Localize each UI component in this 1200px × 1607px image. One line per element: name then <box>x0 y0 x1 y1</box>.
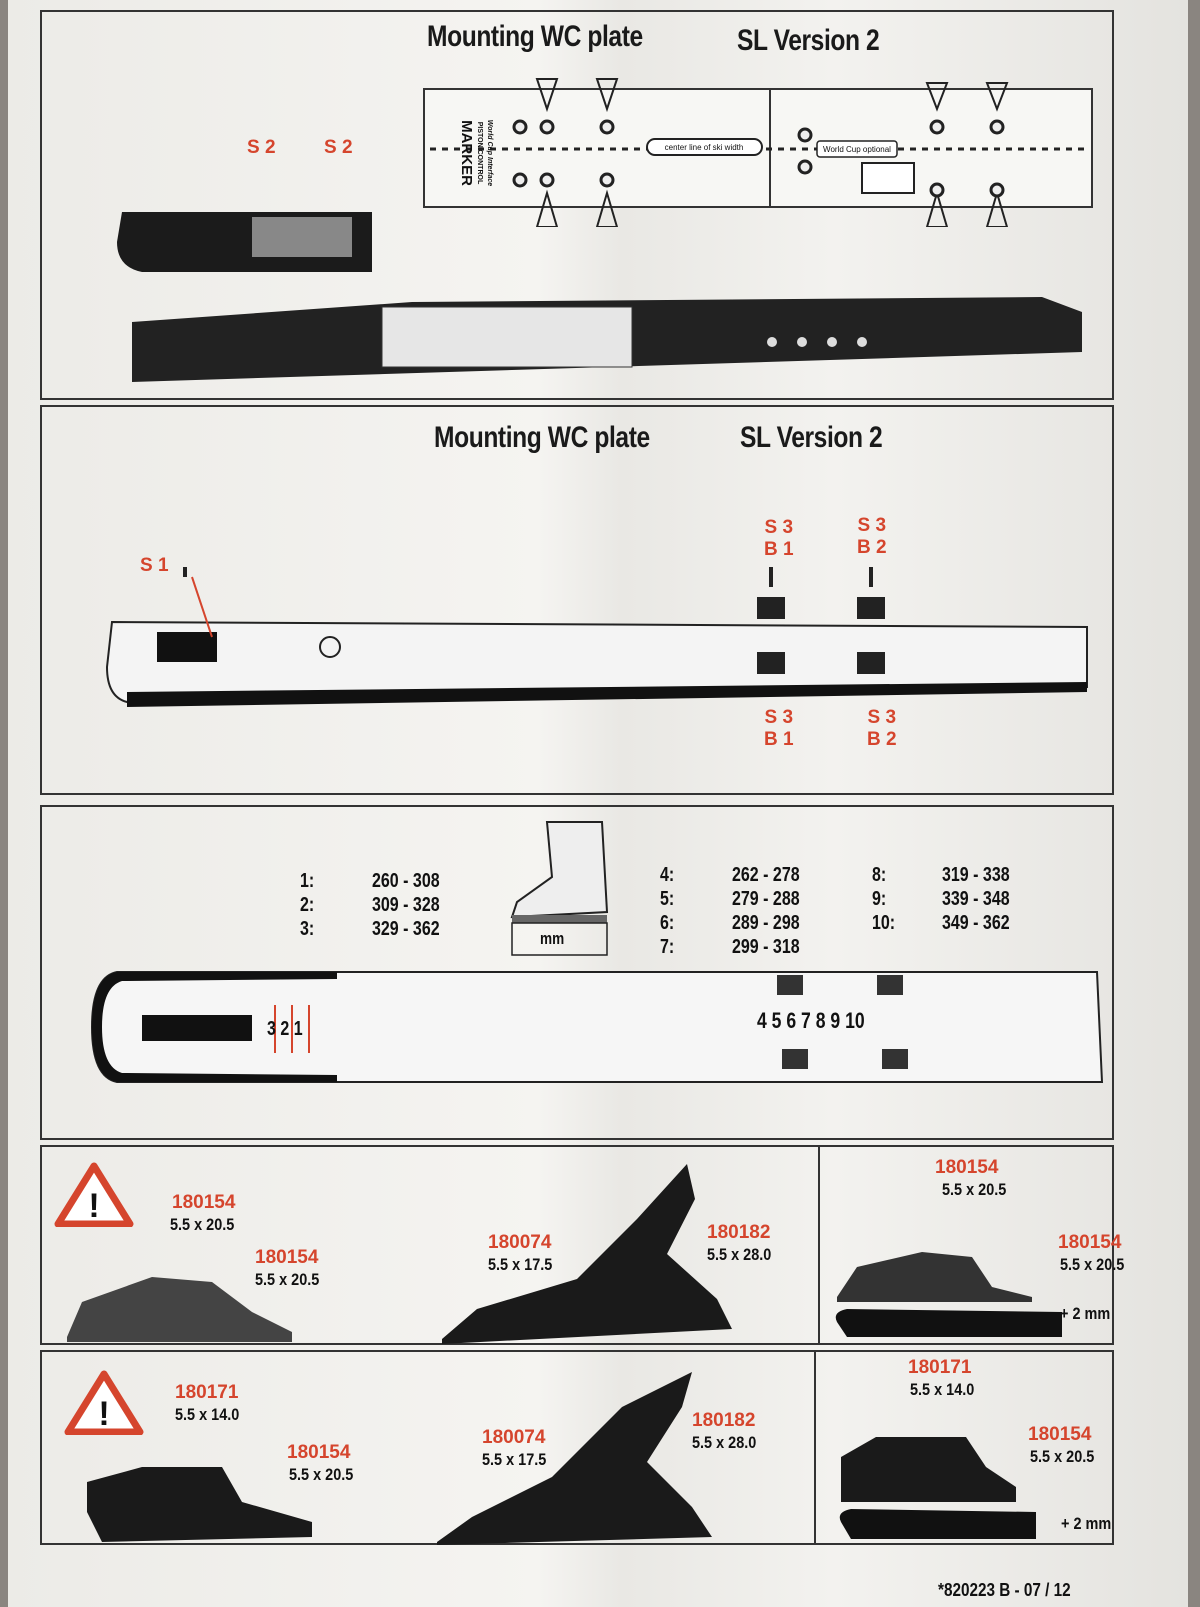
screw-size: 5.5 x 17.5 <box>488 1255 553 1274</box>
template-subtitle: PISTON CONTROL <box>476 122 483 185</box>
rear-position-numbers: 4 5 6 7 8 9 10 <box>757 1008 865 1033</box>
panel-version: SL Version 2 <box>737 24 880 57</box>
position-number: 10: <box>872 912 896 934</box>
drilling-template: center line of ski width World Cup optio… <box>423 78 1093 227</box>
screw-size: 5.5 x 20.5 <box>255 1270 320 1289</box>
screw-size: 5.5 x 28.0 <box>692 1433 757 1452</box>
size-range: 299 - 318 <box>732 936 800 958</box>
panel-version: SL Version 2 <box>740 421 883 454</box>
size-range: 339 - 348 <box>942 888 1010 910</box>
position-number: 9: <box>872 888 887 910</box>
screw-size: 5.5 x 14.0 <box>910 1380 975 1399</box>
size-range: 319 - 338 <box>942 864 1010 886</box>
screw-size: 5.5 x 28.0 <box>707 1245 772 1264</box>
screw-size: 5.5 x 14.0 <box>175 1405 240 1424</box>
part-number: 180171 <box>175 1382 239 1403</box>
position-number: 1: <box>300 870 315 892</box>
panel-title: Mounting WC plate <box>427 20 643 53</box>
position-number: 5: <box>660 888 675 910</box>
panel-binding-mount-d: 180171 5.5 x 14.0 180154 5.5 x 20.5 + 2 … <box>814 1350 1114 1545</box>
panel-boot-size-positions: 1: 260 - 308 2: 309 - 328 3: 329 - 362 mm 4… <box>40 805 1114 1140</box>
part-number: 180154 <box>935 1157 999 1178</box>
part-number: 180074 <box>488 1232 552 1253</box>
spacer-label: + 2 mm <box>1060 1304 1111 1323</box>
heel-with-spacer-illustration <box>839 1437 1036 1539</box>
template-brand: MARKER <box>458 120 475 186</box>
panel-wc-plate-top: Mounting WC plate SL Version 2 S 2 S 2 c… <box>40 10 1114 400</box>
front-position-numbers: 3 2 1 <box>267 1018 303 1040</box>
svg-text:!: ! <box>88 1187 99 1225</box>
toe-binding-illustration <box>442 1164 732 1344</box>
position-number: 3: <box>300 918 315 940</box>
position-number: 4: <box>660 864 675 886</box>
size-range: 309 - 328 <box>372 894 440 916</box>
toe-binding-illustration <box>437 1372 712 1545</box>
screw-label-s3b1: S 3 B 1 <box>764 707 794 750</box>
panel-binding-mount-b: 180154 5.5 x 20.5 180154 5.5 x 20.5 + 2 … <box>818 1145 1124 1345</box>
ski-boot-icon <box>510 821 609 956</box>
plate-positions-illustration <box>90 971 1104 1083</box>
warning-icon: ! <box>64 1370 144 1435</box>
screw-label-s2: S 2 <box>247 137 276 158</box>
panel-wc-plate-screws: Mounting WC plate SL Version 2 S 1 S 3 B… <box>40 405 1114 795</box>
screw-size: 5.5 x 20.5 <box>1060 1255 1125 1274</box>
part-number: 180154 <box>287 1442 351 1463</box>
size-range: 279 - 288 <box>732 888 800 910</box>
heel-binding-illustration <box>87 1467 312 1542</box>
part-number: 180074 <box>482 1427 546 1448</box>
screw-size: 5.5 x 20.5 <box>1030 1447 1095 1466</box>
screw-label-s3b2: S 3 B 2 <box>867 707 897 750</box>
screw-label-s1: S 1 <box>140 555 169 576</box>
screw-label-s3b2: S 3 B 2 <box>857 515 887 558</box>
position-number: 2: <box>300 894 315 916</box>
position-number: 8: <box>872 864 887 886</box>
heel-with-spacer-illustration <box>835 1252 1062 1337</box>
screw-size: 5.5 x 17.5 <box>482 1450 547 1469</box>
spacer-label: + 2 mm <box>1061 1514 1112 1533</box>
part-number: 180154 <box>172 1192 236 1213</box>
part-number: 180182 <box>692 1410 756 1431</box>
unit-label: mm <box>540 929 565 948</box>
template-center-label: center line of ski width <box>665 143 744 152</box>
position-number: 6: <box>660 912 675 934</box>
screw-label-s2: S 2 <box>324 137 353 158</box>
warning-icon: ! <box>54 1162 134 1227</box>
panel-binding-mount-c: ! 180171 5.5 x 14.0 180154 5.5 x 20.5 18… <box>40 1350 816 1545</box>
size-range: 262 - 278 <box>732 864 800 886</box>
position-number: 7: <box>660 936 675 958</box>
size-range: 289 - 298 <box>732 912 800 934</box>
part-number: 180182 <box>707 1222 771 1243</box>
screw-label-s3b1: S 3 B 1 <box>764 517 794 560</box>
wc-plate-illustration <box>105 567 1088 707</box>
screw-size: 5.5 x 20.5 <box>289 1465 354 1484</box>
template-interface: World Cup Interface <box>486 120 493 186</box>
size-range: 349 - 362 <box>942 912 1010 934</box>
heel-binding-illustration <box>67 1277 292 1342</box>
size-range: 260 - 308 <box>372 870 440 892</box>
part-number: 180171 <box>908 1357 972 1378</box>
size-range: 329 - 362 <box>372 918 440 940</box>
binding-plate-illustration <box>117 212 1082 382</box>
part-number: 180154 <box>1058 1232 1122 1253</box>
panel-binding-mount-a: ! 180154 5.5 x 20.5 180154 5.5 x 20.5 18… <box>40 1145 820 1345</box>
screw-size: 5.5 x 20.5 <box>170 1215 235 1234</box>
part-number: 180154 <box>255 1247 319 1268</box>
screw-size: 5.5 x 20.5 <box>942 1180 1007 1199</box>
panel-title: Mounting WC plate <box>434 421 650 454</box>
document-code: *820223 B - 07 / 12 <box>938 1580 1071 1600</box>
instruction-sheet: Mounting WC plate SL Version 2 S 2 S 2 c… <box>8 0 1188 1607</box>
svg-text:!: ! <box>98 1395 109 1433</box>
part-number: 180154 <box>1028 1424 1092 1445</box>
template-wc-optional: World Cup optional <box>823 145 891 154</box>
